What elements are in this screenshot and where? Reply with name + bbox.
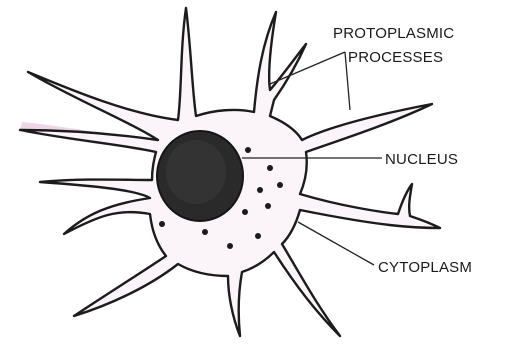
- leader-cytoplasm: [298, 222, 374, 265]
- granule: [242, 209, 248, 215]
- granule: [267, 165, 273, 171]
- label-cytoplasm: CYTOPLASM: [378, 259, 472, 276]
- label-protoplasmic-line2: PROCESSES: [348, 49, 443, 66]
- label-nucleus: NUCLEUS: [385, 151, 458, 168]
- granule: [245, 147, 251, 153]
- granule: [255, 233, 261, 239]
- leader-protoplasmic-a: [270, 52, 345, 84]
- granule: [202, 229, 208, 235]
- granule: [227, 243, 233, 249]
- label-protoplasmic-line1: PROTOPLASMIC: [333, 25, 454, 42]
- granule: [159, 221, 165, 227]
- granule: [265, 203, 271, 209]
- granule: [257, 187, 263, 193]
- nucleus-texture: [166, 140, 226, 204]
- granule: [277, 182, 283, 188]
